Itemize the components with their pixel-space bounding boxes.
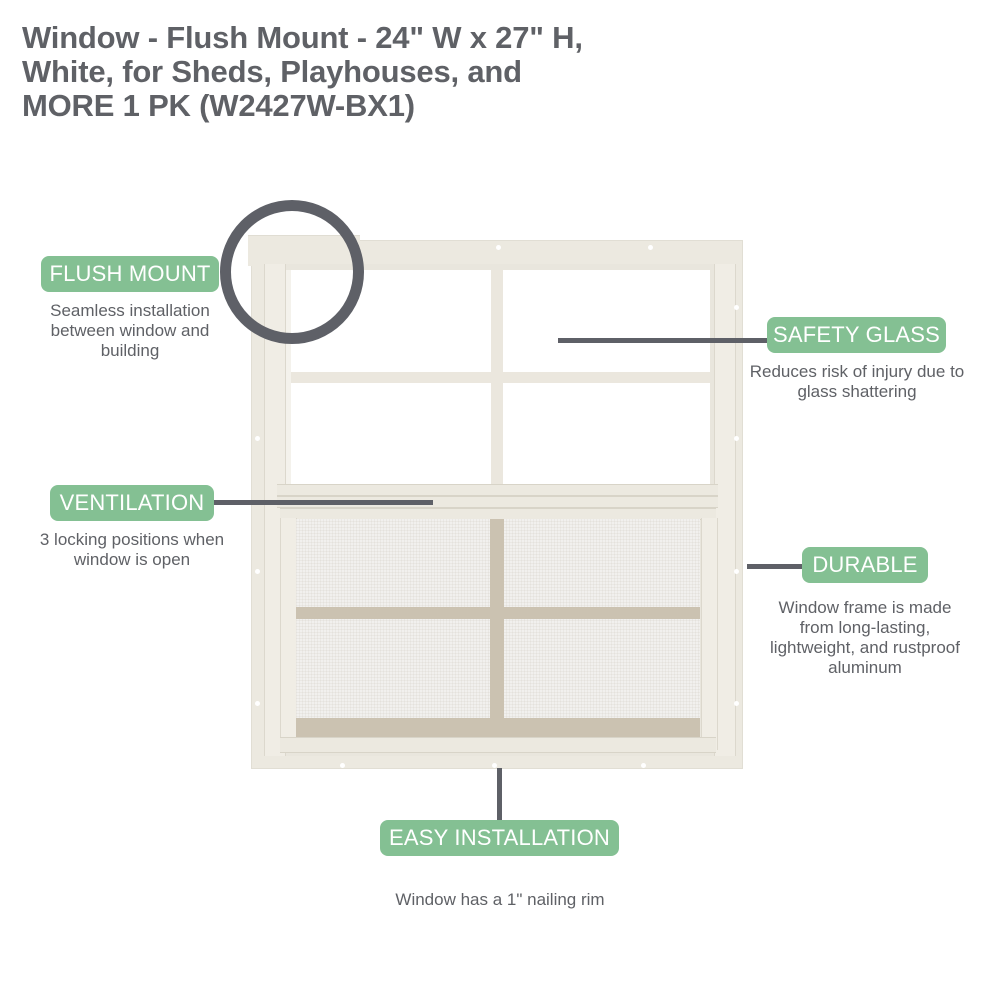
description-line: Window has a 1" nailing rim: [395, 890, 605, 909]
product-title: Window - Flush Mount - 24" W x 27" H, Wh…: [22, 21, 662, 123]
title-line-2: White, for Sheds, Playhouses, and: [22, 54, 522, 89]
description-line: aluminum: [828, 658, 902, 677]
upper-left-stop: [286, 270, 291, 484]
lower-sash-bottom-rail: [280, 737, 716, 753]
nail-hole: [255, 569, 260, 574]
screen-grid-vertical: [490, 519, 504, 747]
nail-hole: [492, 763, 497, 768]
description-line: from long-lasting,: [799, 618, 931, 637]
upper-grid-horizontal: [288, 372, 710, 383]
easy-installation-description: Window has a 1" nailing rim: [340, 890, 660, 910]
nail-hole: [734, 569, 739, 574]
description-line: Seamless installation: [50, 301, 210, 320]
description-line: window is open: [73, 550, 191, 569]
screen-grid-horizontal: [296, 607, 700, 619]
description-line: Window frame is made: [778, 598, 952, 617]
description-line: glass shattering: [797, 382, 917, 401]
title-line-3: MORE 1 PK (W2427W-BX1): [22, 88, 415, 123]
durable-badge: DURABLE: [802, 547, 928, 583]
durable-callout-line: [747, 564, 803, 569]
easy-installation-callout-line: [497, 768, 502, 820]
nail-hole: [641, 763, 646, 768]
nail-hole: [255, 701, 260, 706]
nail-hole: [734, 436, 739, 441]
description-line: Reduces risk of injury due to: [749, 362, 965, 381]
lower-sash-right-stile: [701, 518, 718, 750]
ventilation-description: 3 locking positions when window is open: [10, 530, 254, 570]
ventilation-badge: VENTILATION: [50, 485, 214, 521]
nail-hole: [648, 245, 653, 250]
nail-hole: [496, 245, 501, 250]
meeting-rail: [277, 484, 718, 496]
safety-glass-description: Reduces risk of injury due to glass shat…: [722, 362, 992, 402]
flush-mount-description: Seamless installation between window and…: [20, 301, 240, 361]
description-line: lightweight, and rustproof: [770, 638, 960, 657]
nail-hole: [734, 701, 739, 706]
durable-description: Window frame is made from long-lasting, …: [748, 598, 982, 678]
easy-installation-badge: EASY INSTALLATION: [380, 820, 619, 856]
title-line-1: Window - Flush Mount - 24" W x 27" H,: [22, 20, 583, 55]
safety-glass-badge: SAFETY GLASS: [767, 317, 946, 353]
lower-sash-left-stile: [280, 518, 297, 750]
safety-glass-callout-line: [558, 338, 768, 343]
nail-hole: [734, 305, 739, 310]
nail-hole: [340, 763, 345, 768]
ventilation-callout-line: [214, 500, 433, 505]
description-line: between window and: [50, 321, 210, 340]
flush-mount-highlight-circle-icon: [220, 200, 364, 344]
nail-hole: [255, 436, 260, 441]
description-line: 3 locking positions when: [39, 530, 225, 549]
flush-mount-badge: FLUSH MOUNT: [41, 256, 219, 292]
screen-bottom-band: [296, 718, 700, 737]
sash-top-rail: [277, 496, 718, 508]
description-line: building: [100, 341, 160, 360]
